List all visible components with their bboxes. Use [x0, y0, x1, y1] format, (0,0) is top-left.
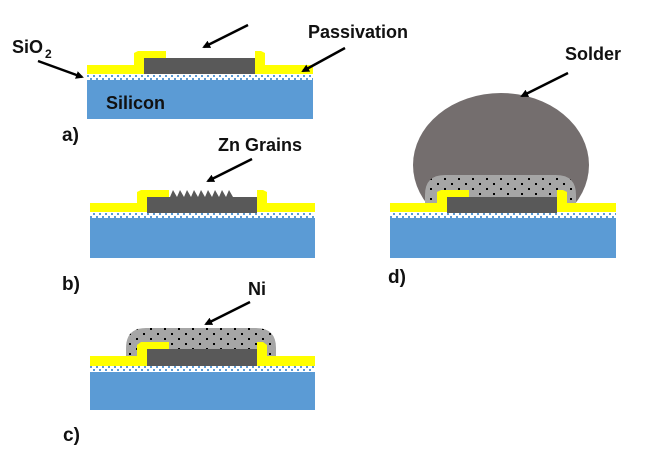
sio2-layer	[87, 74, 313, 80]
panel-b: b)	[62, 190, 315, 295]
panel-label-d: d)	[388, 267, 406, 288]
sio2-layer	[390, 212, 616, 218]
sio2-subscript: 2	[45, 47, 52, 61]
panel-label-c: c)	[63, 425, 80, 446]
panel-label-b: b)	[62, 274, 80, 295]
passivation-layer	[90, 342, 169, 366]
passivation-layer-right	[557, 190, 616, 212]
solder-label: Solder	[565, 44, 621, 64]
al-pad	[447, 197, 557, 213]
sio2-layer	[90, 366, 315, 372]
panel-a: Silicon a)	[62, 51, 313, 146]
solder-arrow	[520, 71, 569, 98]
pad-arrow	[202, 23, 249, 49]
passivation-layer	[390, 190, 469, 212]
zn-grains-arrow	[206, 157, 253, 183]
panel-c: c)	[63, 328, 315, 446]
passivation-layer	[87, 51, 166, 74]
passivation-arrow	[301, 46, 346, 73]
passivation-layer-right	[257, 342, 315, 366]
silicon-label: Silicon	[106, 93, 165, 113]
al-pad	[144, 58, 255, 74]
passivation-layer	[90, 190, 169, 212]
sio2-label: SiO	[12, 37, 43, 57]
sio2-layer	[90, 212, 315, 218]
silicon-substrate	[390, 218, 616, 258]
silicon-substrate	[90, 218, 315, 258]
zn-grains	[170, 190, 233, 197]
passivation-layer-right	[257, 190, 315, 212]
silicon-substrate	[90, 372, 315, 410]
zn-grains-label: Zn Grains	[218, 135, 302, 155]
passivation-label: Passivation	[308, 22, 408, 42]
sio2-arrow	[37, 59, 84, 79]
passivation-layer-right	[255, 51, 313, 74]
al-pad	[147, 349, 257, 366]
al-pad	[147, 197, 257, 213]
panel-d: d)	[388, 93, 620, 288]
ni-arrow	[204, 300, 251, 326]
silicon-substrate	[87, 80, 313, 119]
panel-label-a: a)	[62, 125, 79, 146]
ni-label: Ni	[248, 279, 266, 299]
